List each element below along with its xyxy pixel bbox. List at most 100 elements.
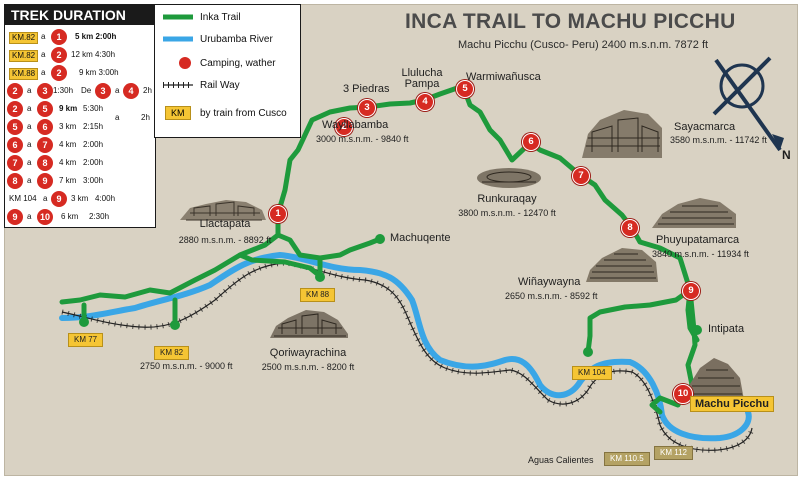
row-time: 2:30h: [89, 212, 110, 221]
trek-row: KM.82 a 1 5 km 2:00h: [7, 29, 153, 46]
camp-marker-5: 5: [456, 80, 474, 98]
km-badge: KM.82: [9, 32, 39, 44]
km82-altitude: 2750 m.s.n.m. - 9000 ft: [140, 361, 233, 371]
camp-marker-2: 2: [335, 118, 353, 136]
trek-row: KM 104 a 9 3 km 4:00h: [7, 191, 153, 208]
row-text: 9 km 3:00h: [79, 68, 119, 77]
row-sep: a: [27, 104, 32, 113]
camp-number: 8: [37, 155, 53, 171]
camp-number: 7: [7, 155, 23, 171]
camp-swatch: [179, 57, 191, 69]
qoriwayrachina-ruins-drawing: [270, 310, 348, 338]
row-from: KM 104: [9, 194, 37, 203]
machuqente-label: Machuqente: [390, 232, 451, 244]
camp-number: 5: [37, 101, 53, 117]
llactapata-ruins-drawing: [180, 200, 266, 221]
km112-badge: KM 112: [654, 446, 693, 460]
km88-badge: KM 88: [300, 288, 336, 302]
camp-number: 9: [51, 191, 67, 207]
winaywayna-altitude: 2650 m.s.n.m. - 8592 ft: [505, 291, 598, 301]
row-time: 4:00h: [95, 194, 116, 203]
row-sep: a: [41, 50, 46, 59]
trek-row: 9 a 10 6 km 2:30h: [7, 209, 153, 226]
row-text: 2h: [141, 113, 150, 122]
aguas-calientes-label: Aguas Calientes: [528, 455, 594, 465]
sayacmarca-label: Sayacmarca: [674, 121, 736, 133]
legend-label-trail: Inka Trail: [200, 12, 241, 23]
camp-number: 2: [51, 47, 67, 63]
row-time: 3:00h: [83, 176, 104, 185]
row-text: 2h: [143, 86, 152, 95]
row-sep: a: [41, 32, 46, 41]
row-text: 9 km: [59, 104, 78, 113]
trek-row: 8 a 9 7 km 3:00h: [7, 173, 153, 190]
row-sep: a: [27, 122, 32, 131]
row-time: 2:15h: [83, 122, 104, 131]
wayllabamba-label: Wayllabamba: [322, 119, 389, 131]
row-time: 2:00h: [83, 158, 104, 167]
camp-number: 2: [51, 65, 67, 81]
trail-points: [79, 234, 702, 357]
row-text: 6 km: [61, 212, 79, 221]
qoriwayrachina-label: Qoriwayrachina: [269, 347, 347, 359]
row-sep: a: [27, 212, 32, 221]
row-text: 12 km 4:30h: [71, 50, 116, 59]
trek-row: 7 a 8 4 km 2:00h: [7, 155, 153, 172]
km-badge: KM.82: [9, 50, 39, 62]
camp-number: 5: [7, 119, 23, 135]
intipata-label: Intipata: [708, 323, 745, 335]
row-text: 4 km: [59, 158, 77, 167]
km-badge: KM.88: [9, 68, 39, 80]
legend-panel: Inka Trail Urubamba River Camping, wathe…: [154, 4, 301, 138]
camp-marker-7: 7: [572, 167, 590, 185]
row-text: 7 km: [59, 176, 77, 185]
legend-km-label: by train from Cusco: [200, 108, 287, 119]
legend-symbols: [163, 14, 193, 88]
km110-badge: KM 110.5: [604, 452, 650, 466]
row-sep: a: [115, 86, 120, 95]
llactapata-label: Llactapata: [199, 218, 251, 230]
legend-km-badge: KM: [165, 106, 191, 120]
camp-number: 1: [51, 29, 67, 45]
phuyupatamarca-label: Phuyupatamarca: [656, 234, 740, 246]
row-sep: a: [115, 113, 120, 122]
winaywayna-ruins-drawing: [586, 248, 658, 282]
camp-marker-4: 4: [416, 93, 434, 111]
runkuraqay-ruins-drawing: [477, 168, 541, 188]
phuyupatamarca-ruins-drawing: [652, 198, 736, 228]
km82-badge: KM 82: [154, 346, 190, 360]
camp-marker-10: 10: [673, 384, 693, 404]
map-subtitle: Machu Picchu (Cusco- Peru) 2400 m.s.n.m.…: [458, 39, 709, 51]
km77-badge: KM 77: [68, 333, 104, 347]
compass-rose: [712, 56, 784, 152]
row-sep: a: [27, 176, 32, 185]
map-title: INCA TRAIL TO MACHU PICCHU: [405, 10, 736, 33]
row-sep: a: [27, 158, 32, 167]
trek-duration-panel: TREK DURATION KM.82 a 1 5 km 2:00h KM.82…: [4, 4, 156, 228]
legend-label-railway: Rail Way: [200, 80, 240, 91]
camp-number: 8: [7, 173, 23, 189]
trek-row: 2 a 3 1:30h De 3 a 4 2h: [7, 83, 153, 100]
trek-row: 6 a 7 4 km 2:00h: [7, 137, 153, 154]
km104-badge: KM 104: [572, 366, 612, 380]
camp-number: 2: [7, 101, 23, 117]
trek-row: 2 a 5 9 km 5:30h: [7, 101, 153, 118]
runkuraqay-altitude: 3800 m.s.n.m. - 12470 ft: [458, 208, 556, 218]
camp-number: 4: [123, 83, 139, 99]
sayacmarca-altitude: 3580 m.s.n.m. - 11742 ft: [670, 135, 767, 145]
camp-number: 2: [7, 83, 23, 99]
row-text: 5 km 2:00h: [75, 32, 117, 41]
camp-marker-1: 1: [269, 205, 287, 223]
trek-row: 5 a 6 3 km 2:15h a 2h: [7, 113, 153, 136]
row-text: 3 km: [59, 122, 77, 131]
camp-marker-9: 9: [682, 282, 700, 300]
camp-marker-8: 8: [621, 219, 639, 237]
row-sep: De: [81, 86, 92, 95]
urubamba-river: [59, 251, 752, 442]
row-text: 3 km: [71, 194, 89, 203]
llactapata-altitude: 2880 m.s.n.m. - 8892 ft: [178, 235, 272, 245]
camp-number: 9: [7, 209, 23, 225]
sayacmarca-ruins-drawing: [582, 110, 662, 158]
llulucha-pampa-label: Llulucha Pampa: [401, 67, 443, 90]
